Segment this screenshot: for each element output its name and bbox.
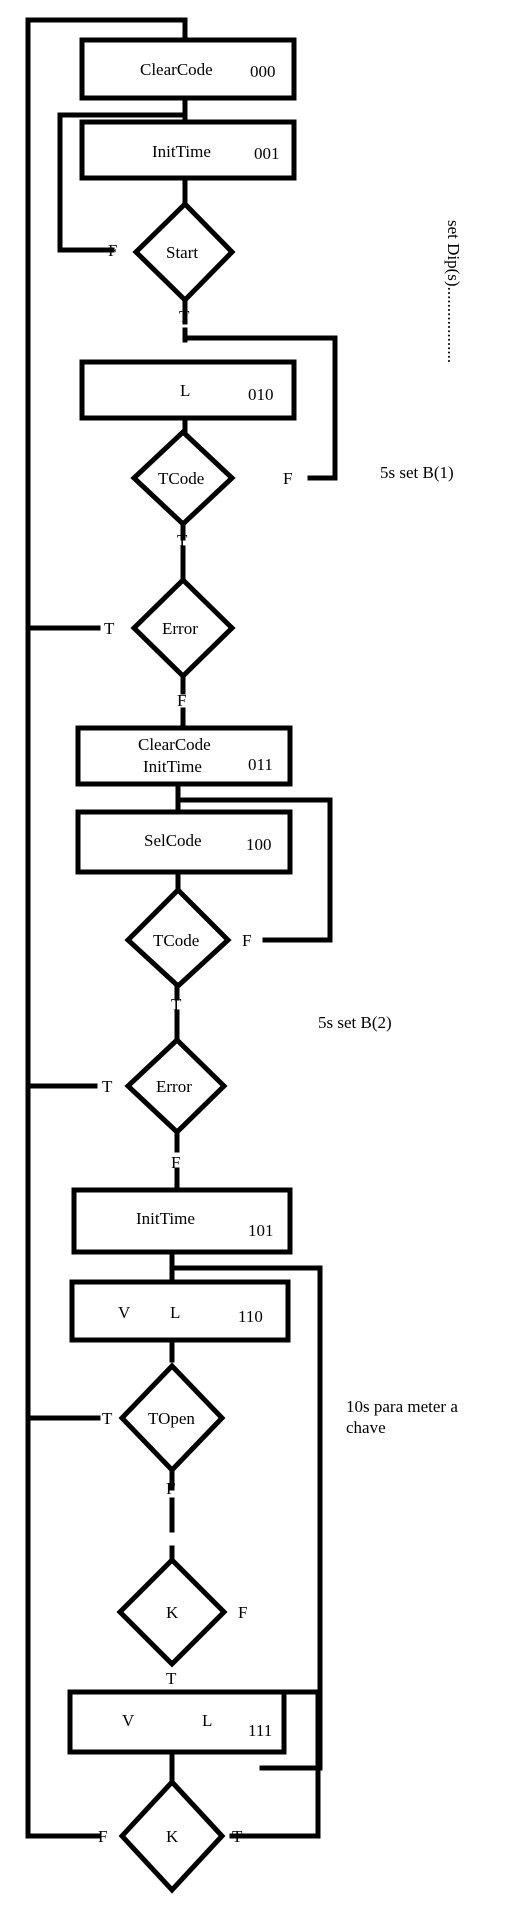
note-chave-line-1: 10s para meter a <box>346 1397 458 1416</box>
decision-k-1-label: K <box>166 1603 179 1622</box>
flag-error1-true: T <box>104 619 115 638</box>
decision-error-1-label: Error <box>162 619 198 638</box>
flag-tcode2-false: F <box>242 931 251 950</box>
decision-start: Start <box>132 200 236 304</box>
decision-start-label: Start <box>166 243 198 262</box>
flag-error2-false: F <box>171 1153 180 1172</box>
decision-k-2-label: K <box>166 1827 179 1846</box>
box-110-code: 110 <box>238 1307 263 1326</box>
box-101: InitTime 101 <box>71 1187 293 1255</box>
box-011-label-2: InitTime <box>143 757 202 776</box>
flag-tcode1-false: F <box>283 469 292 488</box>
box-010-label: L <box>180 381 190 400</box>
box-101-code: 101 <box>248 1221 274 1240</box>
decision-topen-label: TOpen <box>148 1409 195 1428</box>
decision-tcode-2: TCode <box>124 886 232 990</box>
flag-tcode2-true: T <box>171 995 182 1014</box>
flag-k1-true: T <box>166 1669 177 1688</box>
box-011-label-1: ClearCode <box>138 735 211 754</box>
box-001-code: 001 <box>254 144 280 163</box>
decision-k-2: K <box>118 1778 226 1894</box>
box-010: L 010 <box>79 359 297 421</box>
note-set-dips-dots: .................. <box>444 287 463 364</box>
flag-error2-true: T <box>102 1077 113 1096</box>
box-010-code: 010 <box>248 385 274 404</box>
flag-start-false: F <box>108 241 117 260</box>
wire-tcode1-false-loop <box>182 335 338 481</box>
box-011: ClearCode InitTime 011 <box>75 725 293 787</box>
wire-start-false-loop <box>57 112 188 253</box>
box-110-label-1: V <box>118 1303 131 1322</box>
decision-k-1: K <box>116 1556 228 1668</box>
box-000-code: 000 <box>250 62 276 81</box>
connectors <box>25 17 338 1843</box>
wire-tcode2-false-loop <box>175 797 333 943</box>
box-110: V L 110 <box>69 1279 291 1343</box>
flag-k1-false: F <box>238 1603 247 1622</box>
box-111-label-1: V <box>122 1711 135 1730</box>
flag-topen-true: T <box>102 1409 113 1428</box>
decision-tcode-2-label: TCode <box>153 931 199 950</box>
box-101-label: InitTime <box>136 1209 195 1228</box>
box-111: V L 111 <box>67 1689 287 1755</box>
box-000: ClearCode 000 <box>79 37 297 101</box>
box-001-label: InitTime <box>152 142 211 161</box>
flag-topen-false: F <box>166 1479 175 1498</box>
note-set-b2: 5s set B(2) <box>318 1013 392 1032</box>
flag-start-true: T <box>179 307 190 326</box>
box-001: InitTime 001 <box>79 119 297 181</box>
box-100: SelCode 100 <box>75 809 293 875</box>
decision-error-2-label: Error <box>156 1077 192 1096</box>
decision-topen: TOpen <box>118 1362 226 1474</box>
flag-k2-false: F <box>98 1827 107 1846</box>
box-011-code: 011 <box>248 755 273 774</box>
left-return-rail <box>25 17 188 1839</box>
decision-error-1: Error <box>130 576 236 680</box>
decision-error-2: Error <box>124 1036 228 1136</box>
box-111-label-2: L <box>202 1711 212 1730</box>
box-000-label: ClearCode <box>140 60 213 79</box>
box-110-label-2: L <box>170 1303 180 1322</box>
branch-flags: F T F T T F F T T F T F F T F T <box>98 241 292 1846</box>
note-set-b1: 5s set B(1) <box>380 463 454 482</box>
box-111-code: 111 <box>248 1721 272 1740</box>
box-100-code: 100 <box>246 835 272 854</box>
flag-k2-true: T <box>232 1827 243 1846</box>
note-chave-line-2: chave <box>346 1418 386 1437</box>
decision-tcode-1: TCode <box>130 428 236 528</box>
decision-tcode-1-label: TCode <box>158 469 204 488</box>
box-100-label: SelCode <box>144 831 202 850</box>
annotations: set Dip(s).................. 5s set B(1)… <box>318 220 463 1437</box>
note-set-dips: set Dip(s).................. <box>444 220 463 363</box>
note-set-dips-text: set Dip(s) <box>444 220 463 287</box>
flag-error1-false: F <box>177 691 186 710</box>
wire-k1-false-loop <box>169 1265 323 1771</box>
flag-tcode1-true: T <box>177 531 188 550</box>
